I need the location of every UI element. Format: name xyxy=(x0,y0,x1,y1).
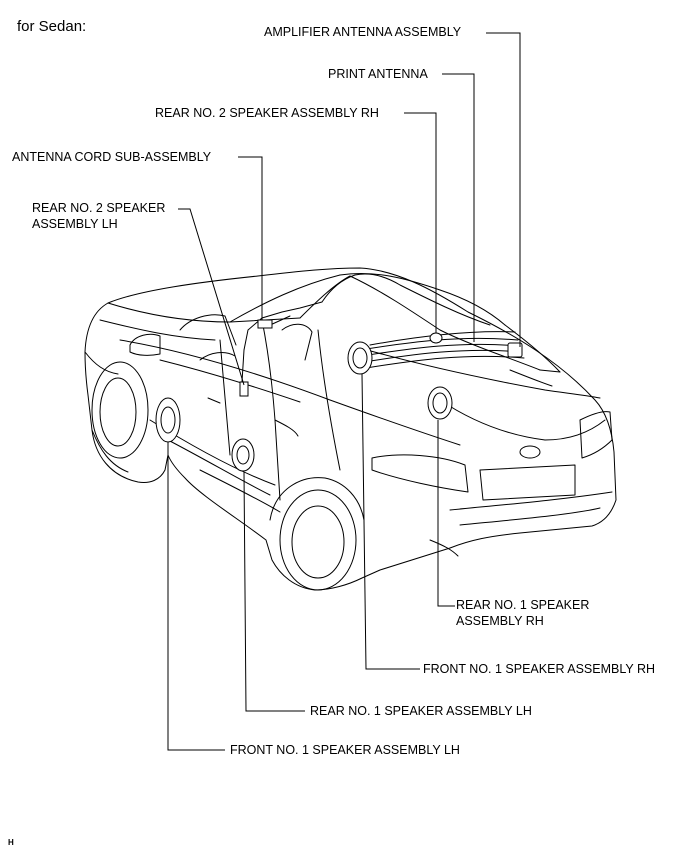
page-title: for Sedan: xyxy=(17,18,87,35)
label-amplifier-antenna-assembly: AMPLIFIER ANTENNA ASSEMBLY xyxy=(264,25,462,39)
antenna-cord-lower-connector xyxy=(239,381,249,397)
label-rear-no1-speaker-rh-line1: REAR NO. 1 SPEAKER xyxy=(456,598,590,612)
label-rear-no1-speaker-rh-line2: ASSEMBLY RH xyxy=(456,614,544,628)
label-antenna-cord-sub-assembly: ANTENNA CORD SUB-ASSEMBLY xyxy=(12,150,212,164)
figure-code: H xyxy=(8,838,14,847)
label-rear-no2-speaker-lh-line1: REAR NO. 2 SPEAKER xyxy=(32,201,166,215)
label-rear-no2-speaker-rh: REAR NO. 2 SPEAKER ASSEMBLY RH xyxy=(155,106,379,120)
label-print-antenna: PRINT ANTENNA xyxy=(328,67,428,81)
rear2-rh-speaker xyxy=(429,332,443,344)
label-rear-no1-speaker-lh: REAR NO. 1 SPEAKER ASSEMBLY LH xyxy=(310,704,532,718)
antenna-cord-connector xyxy=(257,319,273,329)
label-rear-no2-speaker-lh-line2: ASSEMBLY LH xyxy=(32,217,118,231)
leader-lines xyxy=(167,32,521,751)
label-front-no1-speaker-rh: FRONT NO. 1 SPEAKER ASSEMBLY RH xyxy=(423,662,656,676)
antenna-wiring xyxy=(241,273,553,396)
label-front-no1-speaker-lh: FRONT NO. 1 SPEAKER ASSEMBLY LH xyxy=(230,743,460,757)
components xyxy=(155,319,523,472)
amplifier-antenna-part xyxy=(507,342,523,358)
